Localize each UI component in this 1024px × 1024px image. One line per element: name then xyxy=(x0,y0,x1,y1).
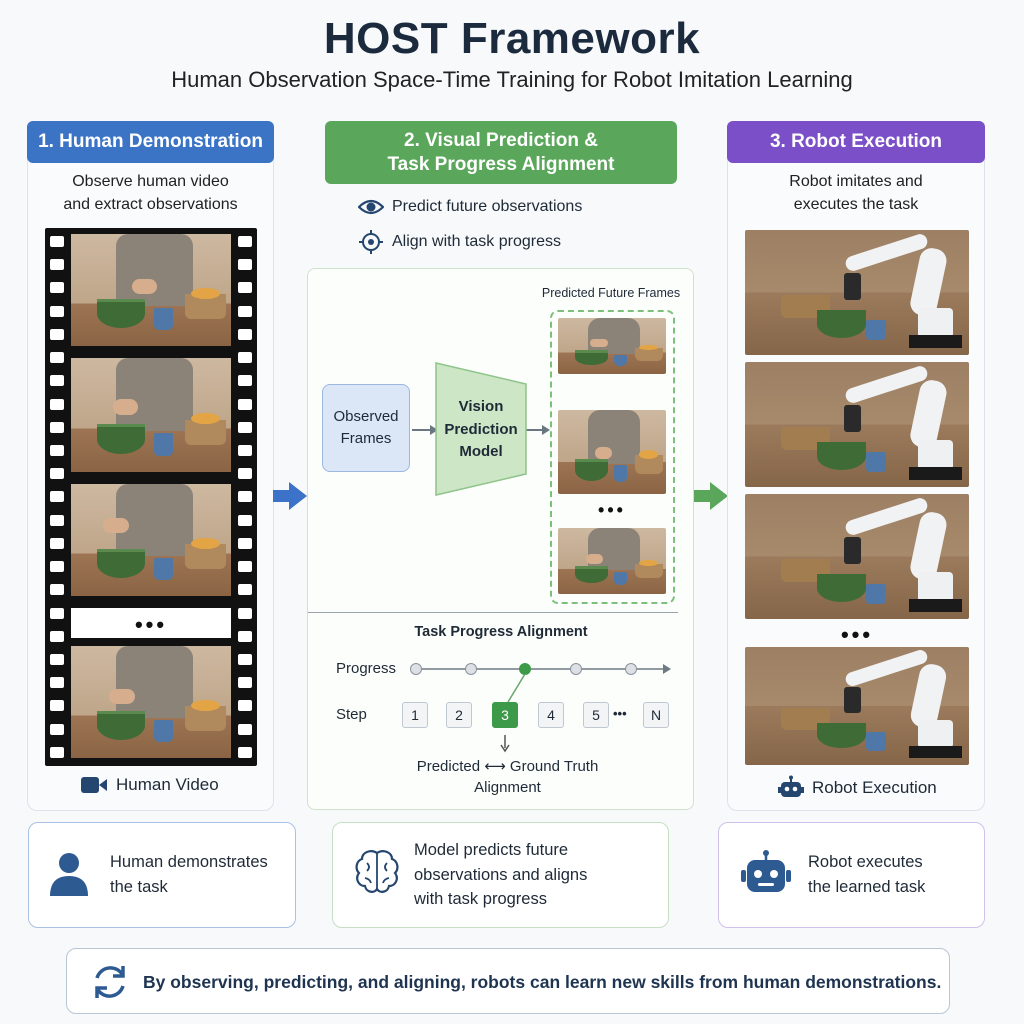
alignment-label: Predicted ⟷ Ground Truth Alignment xyxy=(416,758,599,796)
robot-frame xyxy=(745,647,969,765)
target-icon xyxy=(359,230,383,254)
robot-icon xyxy=(778,775,804,797)
human-video-film-strip xyxy=(45,228,257,766)
progress-label: Progress xyxy=(336,660,397,677)
human-video-frame xyxy=(71,358,231,472)
video-camera-icon xyxy=(81,777,107,793)
human-video-caption: Human Video xyxy=(80,775,219,795)
step-box-active: 3 xyxy=(492,702,518,728)
flow-arrows xyxy=(412,425,550,435)
predicted-frame xyxy=(558,528,666,594)
predicted-frame xyxy=(558,318,666,374)
summary-banner-text: By observing, predicting, and aligning, … xyxy=(143,972,942,992)
predicted-future-frames-label: Predicted Future Frames xyxy=(541,286,681,300)
human-demonstration-heading: 1. Human Demonstration xyxy=(27,121,274,163)
step-box: N xyxy=(643,702,669,728)
align-bullet: Align with task progress xyxy=(358,229,561,255)
brain-icon xyxy=(355,850,399,893)
steps-ellipsis: ••• xyxy=(613,706,627,721)
arrow-right-icon xyxy=(694,482,728,510)
cycle-icon xyxy=(95,966,125,998)
robot-frame xyxy=(745,230,969,355)
predict-bullet: Predict future observations xyxy=(358,197,582,217)
human-video-frame xyxy=(71,484,231,596)
model-summary-card xyxy=(332,822,669,928)
page-subtitle: Human Observation Space-Time Training fo… xyxy=(171,67,853,92)
robot-execution-caption: Robot Execution xyxy=(778,775,937,801)
task-progress-alignment-title: Task Progress Alignment xyxy=(414,624,588,640)
predicted-frame xyxy=(558,410,666,494)
step-box: 4 xyxy=(538,702,564,728)
human-frames-ellipsis: ••• xyxy=(134,612,168,637)
predicted-frames-ellipsis: ••• xyxy=(598,500,626,520)
arrow-right-icon xyxy=(273,482,307,510)
human-demonstration-description: Observe human video and extract observat… xyxy=(63,173,238,213)
robot-frame xyxy=(745,494,969,619)
robot-frames-ellipsis: ••• xyxy=(840,622,874,647)
section-divider xyxy=(308,612,678,613)
film-ellipsis-frame xyxy=(71,608,231,638)
visual-prediction-heading: 2. Visual Prediction & Task Progress Ali… xyxy=(325,121,677,184)
robot-frame xyxy=(745,362,969,487)
robot-execution-description: Robot imitates and executes the task xyxy=(789,173,923,213)
summary-banner xyxy=(66,948,950,1014)
vision-prediction-model-label: Vision Prediction Model xyxy=(444,398,518,460)
step-box: 1 xyxy=(402,702,428,728)
vision-prediction-model-block xyxy=(435,362,527,496)
page-title: HOST Framework xyxy=(323,14,701,63)
progress-step-connector xyxy=(507,673,526,703)
down-arrow-icon xyxy=(500,735,510,753)
human-video-frame xyxy=(71,234,231,346)
step-box: 2 xyxy=(446,702,472,728)
robot-summary-text: Robot executes the learned task xyxy=(808,853,926,896)
step-label: Step xyxy=(336,706,367,723)
person-icon xyxy=(50,853,88,896)
robot-icon xyxy=(741,850,791,892)
film-perforations-left xyxy=(50,236,64,758)
human-video-frame xyxy=(71,646,231,758)
human-summary-card xyxy=(28,822,296,928)
step-box: 5 xyxy=(583,702,609,728)
robot-execution-heading: 3. Robot Execution xyxy=(727,121,985,163)
film-perforations-right xyxy=(238,236,252,758)
human-summary-text: Human demonstrates the task xyxy=(110,853,268,896)
predicted-future-frames-group xyxy=(550,310,675,604)
progress-track xyxy=(410,663,671,675)
eye-icon xyxy=(358,199,384,215)
model-summary-text: Model predicts future observations and a… xyxy=(414,841,588,908)
